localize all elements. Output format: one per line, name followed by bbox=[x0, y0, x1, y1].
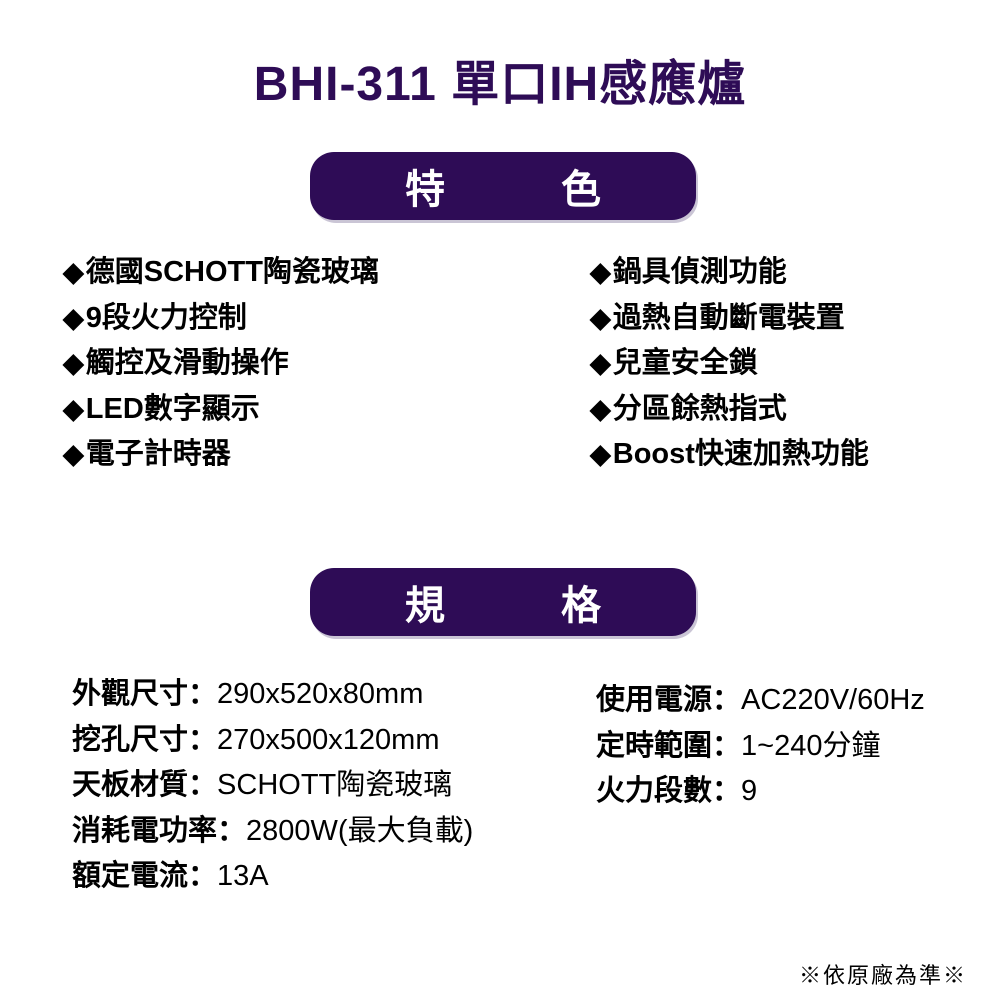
spec-label: 火力段數 bbox=[596, 775, 713, 807]
spec-value: 13A bbox=[217, 860, 269, 892]
spec-colon: ： bbox=[188, 769, 218, 801]
spec-colon: ： bbox=[188, 723, 218, 756]
spec-colon: ： bbox=[712, 684, 742, 716]
spec-row: 定時範圍：1~240分鐘 bbox=[596, 724, 925, 770]
spec-value: 270x500x120mm bbox=[217, 723, 440, 756]
feature-text: 鍋具偵測功能 bbox=[612, 256, 787, 288]
feature-text: Boost快速加熱功能 bbox=[612, 438, 869, 470]
feature-item: ◆電子計時器 bbox=[63, 432, 379, 478]
feature-item: ◆Boost快速加熱功能 bbox=[590, 432, 869, 478]
page-title: BHI-311 單口IH感應爐 bbox=[253, 58, 747, 111]
feature-item: ◆9段火力控制 bbox=[63, 296, 379, 342]
diamond-bullet-icon: ◆ bbox=[63, 302, 84, 333]
features-banner: 特 色 bbox=[310, 152, 696, 220]
feature-item: ◆分區餘熱指式 bbox=[590, 387, 869, 433]
diamond-bullet-icon: ◆ bbox=[590, 302, 611, 333]
spec-label: 挖孔尺寸 bbox=[72, 723, 189, 756]
features-list-left: ◆德國SCHOTT陶瓷玻璃 ◆9段火力控制 ◆觸控及滑動操作 ◆LED數字顯示 … bbox=[63, 250, 379, 478]
feature-text: 德國SCHOTT陶瓷玻璃 bbox=[85, 256, 379, 288]
feature-text: 分區餘熱指式 bbox=[612, 392, 787, 425]
feature-text: 觸控及滑動操作 bbox=[85, 347, 289, 379]
specs-list-right: 使用電源：AC220V/60Hz 定時範圍：1~240分鐘 火力段數：9 bbox=[596, 678, 925, 815]
diamond-bullet-icon: ◆ bbox=[63, 257, 84, 287]
spec-label: 使用電源 bbox=[596, 684, 713, 716]
feature-item: ◆過熱自動斷電裝置 bbox=[590, 296, 869, 342]
feature-item: ◆觸控及滑動操作 bbox=[63, 341, 379, 387]
feature-item: ◆鍋具偵測功能 bbox=[590, 250, 869, 296]
spec-row: 消耗電功率：2800W(最大負載) bbox=[72, 809, 473, 855]
diamond-bullet-icon: ◆ bbox=[590, 257, 611, 287]
features-banner-char-2: 色 bbox=[561, 168, 601, 212]
spec-row: 天板材質：SCHOTT陶瓷玻璃 bbox=[72, 763, 473, 809]
spec-row: 火力段數：9 bbox=[596, 769, 925, 815]
spec-row: 外觀尺寸：290x520x80mm bbox=[72, 672, 473, 718]
spec-row: 額定電流：13A bbox=[72, 854, 473, 900]
spec-colon: ： bbox=[712, 729, 742, 762]
spec-value: SCHOTT陶瓷玻璃 bbox=[217, 769, 453, 801]
diamond-bullet-icon: ◆ bbox=[63, 348, 84, 378]
feature-text: 9段火力控制 bbox=[85, 301, 247, 334]
spec-value: 9 bbox=[741, 775, 758, 807]
spec-colon: ： bbox=[217, 814, 247, 847]
spec-colon: ： bbox=[712, 775, 742, 807]
diamond-bullet-icon: ◆ bbox=[590, 439, 611, 469]
spec-label: 外觀尺寸 bbox=[72, 678, 189, 710]
spec-label: 定時範圍 bbox=[596, 729, 713, 762]
features-list-right: ◆鍋具偵測功能 ◆過熱自動斷電裝置 ◆兒童安全鎖 ◆分區餘熱指式 ◆Boost快… bbox=[590, 250, 869, 478]
specs-banner-char-1: 規 bbox=[405, 584, 445, 628]
feature-text: LED數字顯示 bbox=[85, 392, 260, 425]
footnote: ※依原廠為準※ bbox=[798, 963, 967, 988]
feature-text: 兒童安全鎖 bbox=[612, 347, 758, 379]
specs-banner: 規 格 bbox=[310, 568, 696, 636]
spec-label: 消耗電功率 bbox=[72, 814, 218, 847]
spec-value: 290x520x80mm bbox=[217, 678, 424, 710]
feature-text: 過熱自動斷電裝置 bbox=[612, 301, 845, 334]
feature-item: ◆LED數字顯示 bbox=[63, 387, 379, 433]
diamond-bullet-icon: ◆ bbox=[590, 393, 611, 424]
specs-banner-char-2: 格 bbox=[561, 584, 601, 628]
diamond-bullet-icon: ◆ bbox=[63, 393, 84, 424]
feature-item: ◆兒童安全鎖 bbox=[590, 341, 869, 387]
feature-text: 電子計時器 bbox=[85, 438, 231, 470]
spec-value: 1~240分鐘 bbox=[741, 729, 881, 762]
diamond-bullet-icon: ◆ bbox=[63, 439, 84, 469]
spec-value: 2800W(最大負載) bbox=[246, 814, 474, 847]
spec-label: 額定電流 bbox=[72, 860, 189, 892]
feature-item: ◆德國SCHOTT陶瓷玻璃 bbox=[63, 250, 379, 296]
spec-colon: ： bbox=[188, 678, 218, 710]
spec-colon: ： bbox=[188, 860, 218, 892]
spec-row: 挖孔尺寸：270x500x120mm bbox=[72, 718, 473, 764]
spec-label: 天板材質 bbox=[72, 769, 189, 801]
specs-list-left: 外觀尺寸：290x520x80mm 挖孔尺寸：270x500x120mm 天板材… bbox=[72, 672, 473, 900]
diamond-bullet-icon: ◆ bbox=[590, 348, 611, 378]
spec-value: AC220V/60Hz bbox=[741, 684, 925, 716]
spec-row: 使用電源：AC220V/60Hz bbox=[596, 678, 925, 724]
features-banner-char-1: 特 bbox=[405, 168, 445, 212]
